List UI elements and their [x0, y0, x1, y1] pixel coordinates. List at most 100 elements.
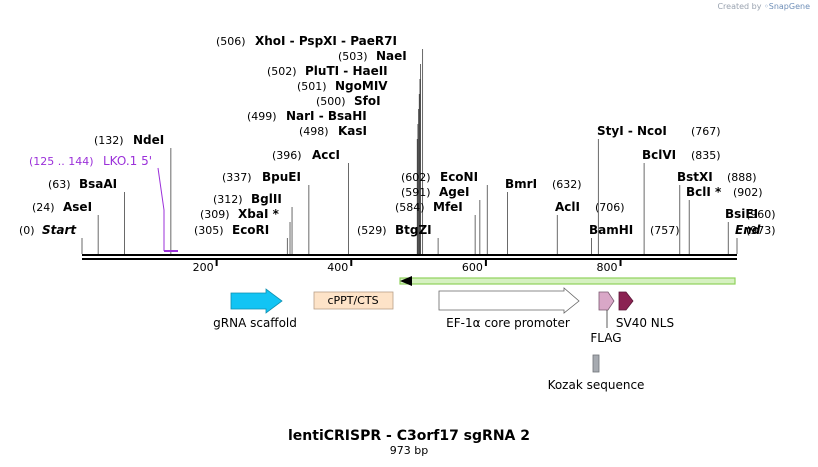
site-position: (506): [216, 35, 246, 48]
restriction-site[interactable]: AgeI (591): [401, 185, 481, 254]
site-position: (305): [194, 224, 224, 237]
restriction-site[interactable]: BpuEI(337): [222, 170, 310, 254]
site-name: AseI: [63, 200, 92, 214]
restriction-site[interactable]: EcoNI(602): [401, 170, 488, 254]
site-name: NarI - BsaHI: [286, 109, 367, 123]
feature-sv40-nls[interactable]: [618, 291, 634, 311]
site-position: (501): [297, 80, 327, 93]
restriction-site[interactable]: XhoI - PspXI - PaeR7I (506): [216, 34, 424, 254]
site-name: BsiEI: [725, 207, 758, 221]
restriction-site[interactable]: BtgZI(529): [357, 223, 439, 254]
restriction-site[interactable]: (706): [595, 201, 625, 214]
restriction-sites: Start(0)AseI(24)BsaAI(63)NdeI(132)EcoRI(…: [19, 34, 776, 254]
site-name: AgeI: [439, 185, 469, 199]
orf-arrow[interactable]: [399, 276, 736, 286]
feature-grna-scaffold[interactable]: [230, 288, 283, 314]
site-position: (706): [595, 201, 625, 214]
restriction-site[interactable]: KasI (498): [299, 124, 418, 254]
site-name: EcoRI: [232, 223, 269, 237]
site-position: (973): [746, 224, 776, 237]
restriction-site[interactable]: (632): [552, 178, 582, 191]
site-position: (503): [338, 50, 368, 63]
site-name: XhoI - PspXI - PaeR7I: [255, 34, 397, 48]
site-position: (132): [94, 134, 124, 147]
restriction-site[interactable]: (767): [691, 125, 721, 138]
site-position: (591): [401, 186, 431, 199]
site-position: (396): [272, 149, 302, 162]
site-position: (602): [401, 171, 431, 184]
restriction-site[interactable]: SfoI(500): [316, 94, 419, 254]
restriction-site[interactable]: (902): [733, 186, 763, 199]
site-position: (632): [552, 178, 582, 191]
feature-cppt-cts[interactable]: [313, 291, 394, 310]
ruler-tick-label: 200: [193, 261, 214, 274]
restriction-site[interactable]: EcoRI (305): [194, 223, 288, 254]
ruler-tick-label: 800: [597, 261, 618, 274]
site-position: (502): [267, 65, 297, 78]
restriction-site[interactable]: NgoMIV(501): [297, 79, 420, 254]
site-position: (63): [48, 178, 71, 191]
restriction-site[interactable]: AccI (396): [272, 148, 349, 254]
primer-range: (125 .. 144): [29, 155, 94, 168]
site-position: (312): [213, 193, 243, 206]
site-position: (309): [200, 208, 230, 221]
feature-flag[interactable]: [598, 291, 615, 328]
sequence-backbone: [82, 254, 737, 260]
map-length: 973 bp: [389, 444, 429, 457]
feature-kozak[interactable]: [592, 354, 600, 373]
restriction-site[interactable]: StyI - NcoI: [597, 124, 667, 254]
site-position: (757): [650, 224, 680, 237]
restriction-site[interactable]: XbaI *(309): [200, 207, 291, 254]
site-name: KasI: [338, 124, 367, 138]
site-name: AclI: [555, 200, 580, 214]
feature-ef1a-promoter[interactable]: [438, 287, 580, 314]
restriction-site[interactable]: BclVI: [642, 148, 676, 254]
site-name: BamHI: [589, 223, 633, 237]
site-name: End: [735, 223, 761, 237]
map-title: lentiCRISPR - C3orf17 sgRNA 2: [288, 428, 530, 444]
site-name: Start: [42, 223, 77, 237]
site-position: (835): [691, 149, 721, 162]
restriction-site[interactable]: BclI *: [686, 185, 722, 254]
ruler-tick-label: 600: [462, 261, 483, 274]
site-position: (498): [299, 125, 329, 138]
credit-brand: SnapGene: [768, 2, 810, 11]
restriction-site[interactable]: BsaAI(63): [48, 177, 125, 254]
restriction-site[interactable]: NarI - BsaHI(499): [247, 109, 419, 254]
restriction-site[interactable]: (973): [746, 224, 776, 237]
restriction-site[interactable]: BmrI: [505, 177, 537, 254]
restriction-site[interactable]: BglII(312): [213, 192, 293, 254]
site-position: (767): [691, 125, 721, 138]
restriction-site[interactable]: (888): [727, 171, 757, 184]
label-sv40-nls: SV40 NLS: [616, 316, 674, 330]
restriction-site[interactable]: MfeI(584): [395, 200, 476, 254]
primer-name: LKO.1 5': [103, 154, 152, 168]
site-position: (960): [746, 208, 776, 221]
label-kozak: Kozak sequence: [548, 378, 645, 392]
restriction-site[interactable]: AseI (24): [32, 200, 99, 254]
restriction-site[interactable]: NdeI (132): [94, 133, 172, 254]
restriction-site[interactable]: AclI: [555, 200, 580, 254]
restriction-site[interactable]: (835): [691, 149, 721, 162]
site-name: AccI: [312, 148, 340, 162]
site-position: (888): [727, 171, 757, 184]
restriction-site[interactable]: (757): [650, 224, 680, 237]
restriction-site[interactable]: BstXI: [677, 170, 713, 254]
restriction-site[interactable]: BamHI: [589, 223, 633, 254]
restriction-site[interactable]: NaeI(503): [338, 49, 422, 254]
site-name: NdeI: [133, 133, 164, 147]
label-ef1a-promoter: EF-1α core promoter: [446, 316, 570, 330]
site-name: SfoI: [354, 94, 381, 108]
site-name: BpuEI: [262, 170, 301, 184]
restriction-site[interactable]: PluTI - HaeII(502): [267, 64, 421, 254]
site-position: (24): [32, 201, 55, 214]
restriction-site[interactable]: BsiEI: [725, 207, 758, 254]
site-name: BclI *: [686, 185, 722, 199]
restriction-site[interactable]: End: [735, 223, 761, 254]
restriction-site[interactable]: Start(0): [19, 223, 83, 254]
site-name: BtgZI: [395, 223, 432, 237]
restriction-site[interactable]: (960): [746, 208, 776, 221]
label-cppt-cts: cPPT/CTS: [327, 294, 378, 307]
